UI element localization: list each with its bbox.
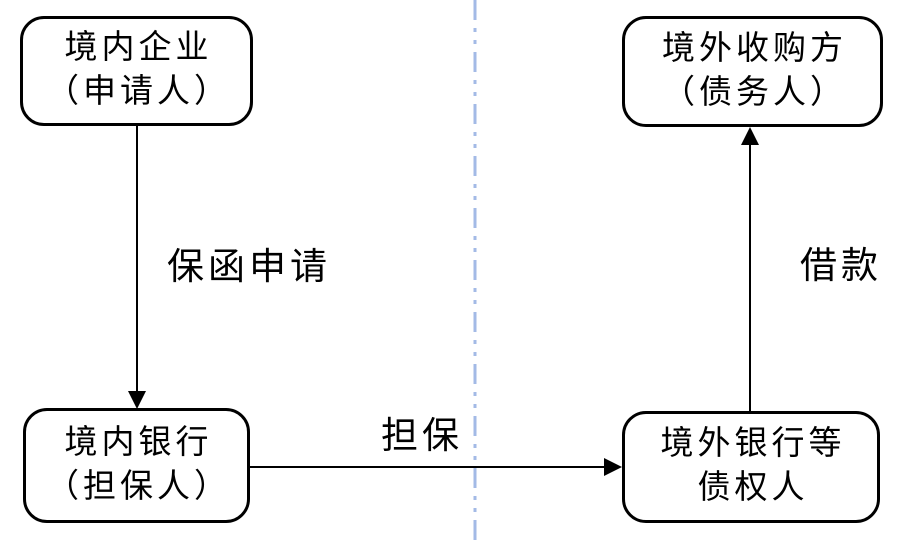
node-domestic-bank-line2: （担保人） xyxy=(46,468,231,505)
node-overseas-acquirer: 境外收购方 （债务人） xyxy=(622,16,883,127)
node-overseas-acquirer-line2: （债务人） xyxy=(662,74,847,111)
arrow-guarantee-application xyxy=(128,126,146,409)
arrow-loan-head xyxy=(741,127,759,145)
node-domestic-enterprise: 境内企业 （申请人） xyxy=(20,16,253,126)
node-domestic-enterprise-line2: （申请人） xyxy=(46,74,231,110)
edge-label-guarantee: 担保 xyxy=(381,416,463,457)
arrow-guarantee xyxy=(250,458,622,476)
node-domestic-enterprise-line1: 境内企业 xyxy=(64,30,213,67)
node-overseas-creditor-line2: 债权人 xyxy=(697,470,809,506)
edge-label-loan: 借款 xyxy=(800,246,882,287)
node-overseas-creditor: 境外银行等 债权人 xyxy=(622,411,880,523)
node-overseas-creditor-line1: 境外银行等 xyxy=(660,426,846,463)
arrow-guarantee-application-head xyxy=(128,391,146,409)
node-domestic-bank-line1: 境内银行 xyxy=(64,424,213,461)
arrow-guarantee-head xyxy=(604,458,622,476)
edge-label-guarantee-application: 保函申请 xyxy=(167,247,331,288)
arrow-loan xyxy=(741,127,759,412)
node-overseas-acquirer-line1: 境外收购方 xyxy=(662,30,847,67)
node-domestic-bank: 境内银行 （担保人） xyxy=(23,408,250,523)
